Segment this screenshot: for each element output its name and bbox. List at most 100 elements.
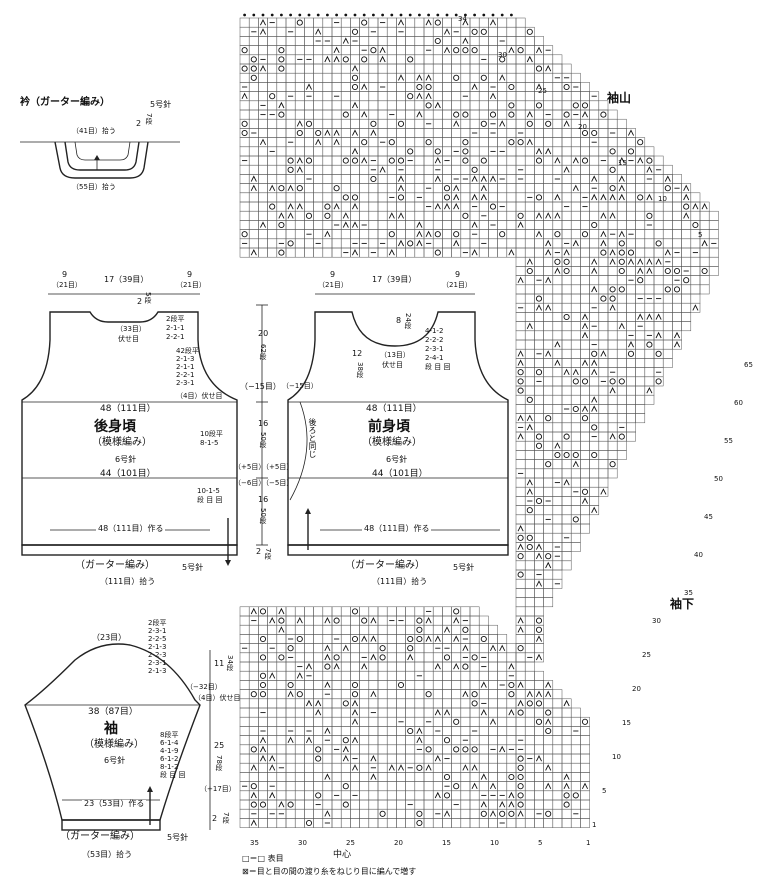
chart-x-axis-label: 30 [298, 839, 307, 847]
chart-top-count: 15 [618, 159, 627, 167]
back-w-left: 9 [62, 270, 68, 279]
chart-x-axis-label: 15 [442, 839, 451, 847]
front-neck-st: （13目） [380, 351, 410, 359]
chart-top-count: 10 [658, 195, 667, 203]
chart-x-axis-label: 35 [250, 839, 259, 847]
sleeve-pattern: （模様編み） [84, 739, 144, 750]
chart-right-count: 35 [684, 589, 693, 597]
back-arm-bind: （4目）伏せ目 [176, 392, 223, 400]
sleeve-cap-rows: 34段 [226, 655, 234, 671]
sleeve-pick: （53目）拾う [82, 850, 133, 859]
back-side-dec: 10-1-5 段 目 回 [197, 487, 223, 504]
back-neck-note: 伏せ目 [118, 335, 139, 343]
front-w-left-st: （21目） [318, 281, 348, 289]
sleeve-garter-needle: 5号針 [167, 833, 189, 842]
front-w-left: 9 [330, 270, 336, 279]
front-neck-a-rows: 24段 [404, 313, 412, 329]
back-width1: 48（111目） [100, 404, 156, 414]
back-width2: 44（101目） [100, 469, 156, 479]
center-d-cm: 2 [256, 547, 262, 556]
chart-bottom-count: 30 [652, 617, 661, 625]
back-side-inc: 10段平 8-1-5 [200, 430, 223, 447]
back-w-left-st: （21目） [52, 281, 82, 289]
front-neck-dec: 4-1-2 2-2-2 2-3-1 2-4-1 段 目 回 [425, 327, 451, 371]
center-a-rows: 62段 [259, 344, 267, 360]
center-c-rows: 50段 [259, 508, 267, 524]
collar-top-count: （41目）拾う [72, 127, 116, 135]
chart-right-count: 50 [714, 475, 723, 483]
chart-x-axis-label: 5 [538, 839, 543, 847]
back-w-right: 9 [187, 270, 193, 279]
front-neck-note: 伏せ目 [382, 361, 403, 369]
back-neck-dec: 2段平 2-1-1 2-2-1 [166, 315, 185, 341]
back-neck-rows-cm: 2 [137, 297, 143, 306]
front-needle: 6号針 [386, 455, 408, 464]
center-b-cm: 16 [258, 419, 269, 428]
front-garter-needle: 5号針 [453, 563, 475, 572]
center-measure-lines [256, 304, 268, 546]
front-width2: 44（101目） [372, 469, 428, 479]
chart-legend-2: ⊠＝目と目の間の渡り糸をねじり目に編んで増す [242, 867, 417, 876]
chart-top-count: 20 [578, 123, 587, 131]
back-body-shape [21, 293, 238, 566]
front-w-right-st: （21目） [442, 281, 472, 289]
chart-right-count: 60 [734, 399, 743, 407]
chart-top-count: 5 [698, 231, 703, 239]
sleeve-cuff-rows: 7段 [222, 812, 230, 824]
chart-top-count: 34 [458, 15, 467, 23]
front-pick: （111目）拾う [372, 577, 428, 586]
front-neck-a-cm: 8 [396, 316, 402, 325]
front-width3: 48（111目）作る [362, 524, 432, 533]
front-pattern: （模様編み） [362, 437, 422, 448]
chart-label-sode-yama: 袖山 [607, 91, 632, 105]
center-d-rows: 7段 [264, 548, 272, 560]
sleeve-cap-cm: 11 [214, 659, 225, 668]
back-w-right-st: （21目） [176, 281, 206, 289]
back-w-mid: 17（39目） [104, 275, 149, 284]
collar-shape [20, 141, 180, 179]
sleeve-cap-dec: 2段平 2-3-1 2-2-5 2-1-3 2-2-3 2-3-1 2-1-3 [148, 619, 167, 675]
chart-top-count: 30 [498, 51, 507, 59]
chart-right-count: 45 [704, 513, 713, 521]
sleeve-top: （23目） [92, 633, 127, 642]
chart-bottom-count: 20 [632, 685, 641, 693]
sleeve-cap-dec-total: （−32目） [186, 683, 222, 691]
back-title: 後身頃 [94, 419, 136, 435]
front-neck-b-cm: 12 [352, 349, 363, 358]
front-w-mid: 17（39目） [372, 275, 417, 284]
back-width3: 48（111目）作る [96, 524, 166, 533]
sleeve-needle: 6号針 [104, 756, 126, 765]
chart-bottom-count: 5 [602, 787, 607, 795]
sleeve-width: 38（87目） [88, 707, 138, 717]
sleeve-cuff-w: 23（53目）作る [82, 799, 147, 808]
chart-x-axis-label: 10 [490, 839, 499, 847]
center-dec: （−5目） [262, 479, 294, 487]
chart-center-label: 中心 [333, 850, 352, 860]
chart-bottom-count: 15 [622, 719, 631, 727]
back-neck-st: （33目） [116, 325, 146, 333]
front-w-right: 9 [455, 270, 461, 279]
collar-title: 衿（ガーター編み） [20, 97, 110, 108]
chart-x-axis-label: 20 [394, 839, 403, 847]
sleeve-body-rows: 78段 [215, 755, 223, 771]
chart-right-count: 65 [744, 361, 753, 369]
center-inc: （+5目） [262, 463, 294, 471]
chart-x-axis-label: 25 [346, 839, 355, 847]
back-neck-rows: 5段 [144, 292, 152, 304]
chart-bottom-count: 25 [642, 651, 651, 659]
chart-legend-1: □＝□ 表目 [242, 854, 284, 863]
front-neck-b-rows: 38段 [356, 362, 364, 378]
sleeve-body-cm: 25 [214, 741, 225, 750]
sleeve-inc: 8段平 6-1-4 4-1-9 6-1-2 8-1-2 段 目 回 [160, 731, 186, 779]
chart-right-count: 55 [724, 437, 733, 445]
collar-rows-cm: 2 [136, 119, 142, 128]
front-width1: 48（111目） [366, 404, 422, 414]
stitch-chart [239, 13, 719, 828]
center-a-cm: 20 [258, 329, 269, 338]
sleeve-title: 袖 [104, 721, 118, 737]
chart-top-count: 25 [538, 87, 547, 95]
center-dec-side-l: （−15目） [282, 382, 318, 390]
back-garter-needle: 5号針 [182, 563, 204, 572]
sleeve-cap-bind: （4目）伏せ目 [194, 694, 241, 702]
